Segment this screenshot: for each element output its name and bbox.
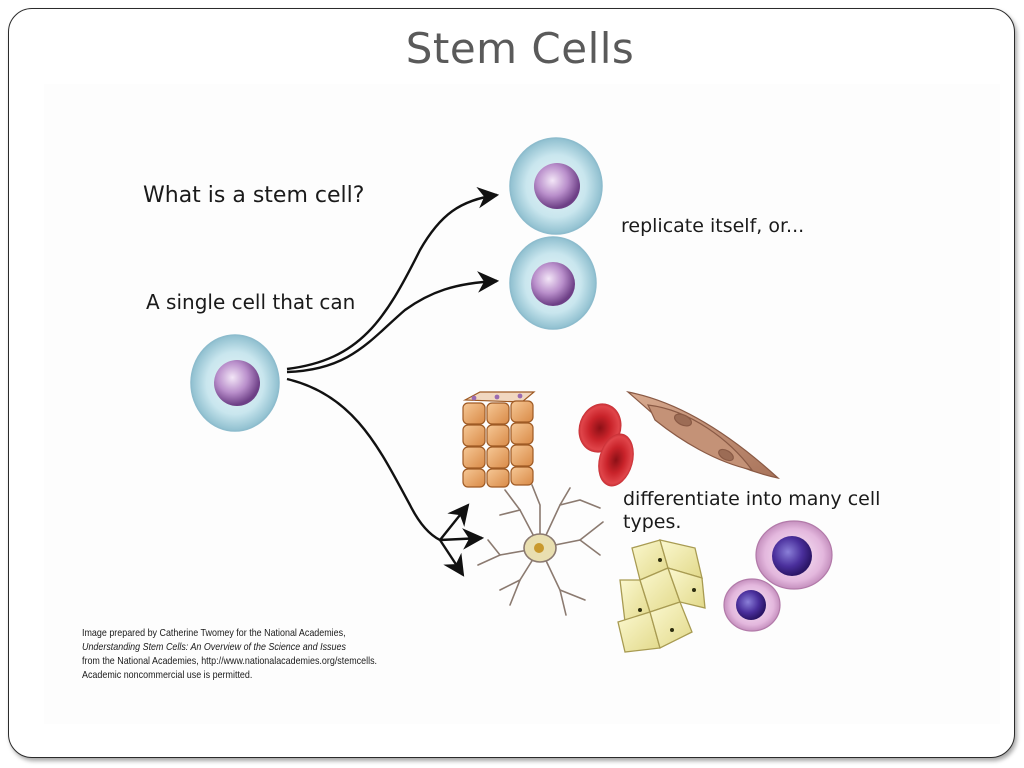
differentiate-label: differentiate into many cell types. <box>623 488 881 533</box>
credit-line-2: Understanding Stem Cells: An Overview of… <box>82 642 346 653</box>
credit-line-1: Image prepared by Catherine Twomey for t… <box>82 628 346 639</box>
image-credit: Image prepared by Catherine Twomey for t… <box>82 627 377 683</box>
neuron <box>477 484 604 616</box>
credit-line-4: Academic noncommercial use is permitted. <box>82 670 253 681</box>
question-heading: What is a stem cell? <box>143 183 365 208</box>
differentiate-arrows <box>286 377 485 577</box>
stem-cell-source <box>190 334 280 432</box>
replicated-cell-bottom <box>509 236 597 330</box>
fat-cells <box>617 539 706 653</box>
muscle-cells <box>625 390 781 480</box>
slide-title: Stem Cells <box>405 24 635 73</box>
replicated-cell-top <box>509 137 603 235</box>
epithelial-cells <box>462 391 536 488</box>
replicate-label: replicate itself, or... <box>621 215 805 237</box>
red-blood-cells <box>578 403 634 487</box>
credit-line-3: from the National Academies, http://www.… <box>82 656 378 667</box>
white-blood-cells <box>723 520 833 632</box>
intro-label: A single cell that can <box>146 290 356 314</box>
replicate-arrows <box>286 186 500 374</box>
